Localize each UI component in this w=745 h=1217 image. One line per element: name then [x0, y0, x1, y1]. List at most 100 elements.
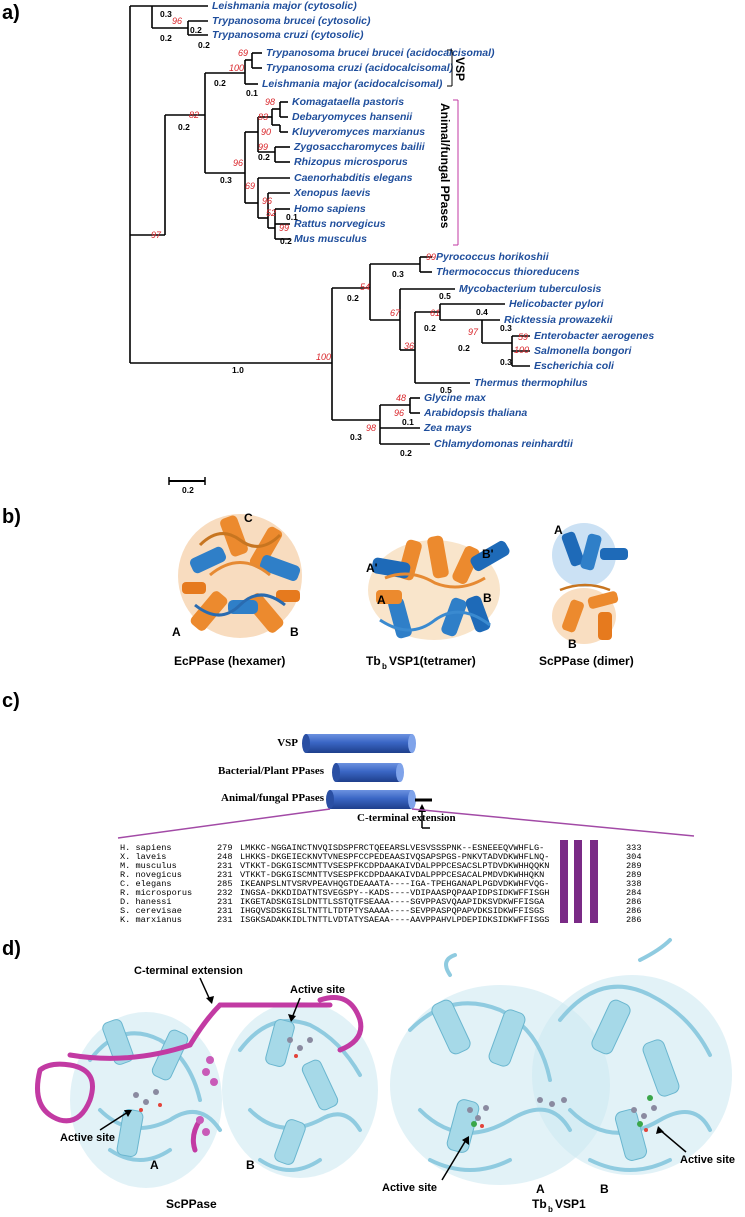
alignment-end: 289 — [626, 870, 641, 880]
branch-length: 0.1 — [286, 212, 298, 222]
alignment-row: S. cerevisae 231 IHGQVSDSKGISLTNTTLTDTPT… — [120, 906, 641, 916]
chain-label: A — [377, 593, 386, 607]
branch-length: 0.5 — [440, 385, 452, 395]
bootstrap-value: 69 — [238, 48, 248, 58]
branch-length: 0.2 — [214, 78, 226, 88]
bootstrap-value: 69 — [245, 181, 255, 191]
taxon-label: Xenopus laevis — [293, 187, 371, 199]
branch-length: 0.2 — [347, 293, 359, 303]
alignment-end: 286 — [626, 906, 641, 916]
active-site-annotation: Active site — [60, 1132, 115, 1144]
bootstrap-value: 97 — [468, 327, 479, 337]
alignment-sequence: IHGQVSDSKGISLTNTTLTDTPTYSAAAA----SEVPPAS… — [240, 906, 544, 916]
active-site-annotation: Active site — [382, 1182, 437, 1194]
bootstrap-value: 99 — [279, 223, 289, 233]
taxon-label: Zygosaccharomyces bailii — [293, 141, 426, 153]
taxon-label: Debaryomyces hansenii — [292, 111, 413, 123]
vsp-cylinder — [302, 734, 416, 753]
taxon-label: Thermococcus thioreducens — [436, 266, 580, 278]
taxon-label: Caenorhabditis elegans — [294, 172, 413, 184]
chain-label: A — [172, 625, 181, 639]
panel-d-label: d) — [2, 938, 21, 960]
alignment-sequence: VTKKT-DGKGISCMNTTVSESPFKCDPDAAKAIVDALPPP… — [240, 861, 549, 871]
panel-b-label: b) — [2, 506, 21, 528]
zoom-line-left — [117, 808, 331, 839]
group-annotations: VSP Animal/fungal PPases — [438, 49, 467, 246]
chain-label: A — [150, 1158, 159, 1172]
bootstrap-value: 54 — [360, 282, 370, 292]
vsp-group-label: VSP — [453, 57, 467, 81]
tbvsp1-caption-prefix: Tb — [366, 654, 381, 668]
branch-length: 0.2 — [258, 152, 270, 162]
chain-label: A' — [366, 561, 378, 575]
branch-length: 0.4 — [476, 307, 488, 317]
panel-c-label: c) — [2, 690, 20, 712]
alignment-start: 279 — [217, 843, 232, 853]
alignment-end: 286 — [626, 915, 641, 925]
tree-branches — [129, 5, 530, 445]
bootstrap-value: 98 — [366, 423, 376, 433]
alignment-species: D. hanessi — [120, 897, 172, 907]
bootstrap-value: 48 — [396, 393, 406, 403]
alignment-species: H. sapiens — [120, 843, 172, 853]
alignment-end: 284 — [626, 888, 641, 898]
conserved-column — [560, 840, 568, 923]
taxon-label: Trypanosoma cruzi (acidocalcisomal) — [266, 62, 454, 74]
branch-length: 0.3 — [392, 269, 404, 279]
bacterial-cylinder — [332, 763, 404, 782]
taxon-label: Ricktessia prowazekii — [504, 314, 614, 326]
branch-length: 0.5 — [439, 291, 451, 301]
chain-label: C — [244, 511, 253, 525]
alignment-species: C. elegans — [120, 879, 172, 889]
taxon-label: Glycine max — [424, 392, 487, 404]
scale-bar-label: 0.2 — [182, 485, 194, 495]
alignment-row: X. laveis 248 LHKKS-DKGEIECKNVTVNESPFCCP… — [120, 852, 641, 862]
alignment-sequence: LMKKC-NGGAINCTNVQISDSPFRCTQEEARSLVESVSSS… — [240, 843, 544, 853]
alignment-start: 285 — [217, 879, 232, 889]
taxon-label: Chlamydomonas reinhardtii — [434, 438, 574, 450]
alignment-end: 333 — [626, 843, 641, 853]
sequence-alignment: H. sapiens 279 LMKKC-NGGAINCTNVQISDSPFRC… — [120, 840, 641, 925]
branch-length: 0.3 — [500, 357, 512, 367]
alignment-species: M. musculus — [120, 861, 177, 871]
alignment-sequence: ISGKSADAKKIDLTNTTLVDTATYSAEAA----AAVPPAH… — [240, 915, 549, 925]
domain-diagram: VSP Bacterial/Plant PPases Animal/fungal… — [117, 734, 695, 839]
bootstrap-value: 100 — [229, 63, 244, 73]
taxon-label: Enterobacter aerogenes — [534, 330, 654, 342]
tbvsp1-caption-subscript: b — [382, 662, 387, 671]
conserved-column — [590, 840, 598, 923]
alignment-species: R. novegicus — [120, 870, 182, 880]
animal-cylinder — [326, 790, 416, 809]
ecppase-caption: EcPPase (hexamer) — [174, 654, 285, 668]
alignment-start: 231 — [217, 915, 232, 925]
conserved-column — [574, 840, 582, 923]
bootstrap-value: 96 — [172, 16, 182, 26]
alignment-sequence: INGSA-DKKDIDATNTSVEGSPY--KADS----VDIPAAS… — [240, 888, 549, 898]
bootstrap-values: 96 69 100 82 98 83 90 99 96 69 96 52 99 … — [151, 16, 529, 433]
alignment-start: 231 — [217, 897, 232, 907]
taxon-label: Pyrococcus horikoshii — [436, 251, 550, 263]
branch-length: 0.2 — [190, 25, 202, 35]
chain-label: A — [554, 523, 563, 537]
alignment-sequence: LHKKS-DKGEIECKNVTVNESPFCCPEDEAASIVQSAPSP… — [240, 852, 549, 862]
branch-length: 0.1 — [246, 88, 258, 98]
alignment-start: 232 — [217, 888, 232, 898]
chain-label: B' — [482, 547, 494, 561]
taxon-label: Helicobacter pylori — [509, 298, 605, 310]
alignment-species: R. microsporus — [120, 888, 192, 898]
alignment-row: C. elegans 285 IKEANPSLNTVSRVPEAVHQGTDEA… — [120, 879, 641, 889]
scppase-caption: ScPPase (dimer) — [539, 654, 634, 668]
bootstrap-value: 83 — [258, 112, 268, 122]
scppase-detail-structure — [35, 995, 378, 1188]
taxon-label: Mus musculus — [294, 233, 367, 245]
tbvsp1-caption-suffix: VSP1(tetramer) — [389, 654, 476, 668]
alignment-end: 286 — [626, 897, 641, 907]
taxon-label: Komagataella pastoris — [292, 96, 404, 108]
scppase-annotations: C-terminal extension Active site Active … — [60, 965, 345, 1211]
alignment-sequence: IKEANPSLNTVSRVPEAVHQGTDEAAATA----IGA-TPE… — [240, 879, 549, 889]
alignment-start: 231 — [217, 861, 232, 871]
taxon-label: Trypanosoma brucei brucei (acidocalcisom… — [266, 47, 495, 59]
active-site-annotation: Active site — [290, 984, 345, 996]
tree-taxa: Leishmania major (cytosolic) Trypanosoma… — [212, 0, 654, 450]
taxon-label: Trypanosoma cruzi (cytosolic) — [212, 29, 364, 41]
